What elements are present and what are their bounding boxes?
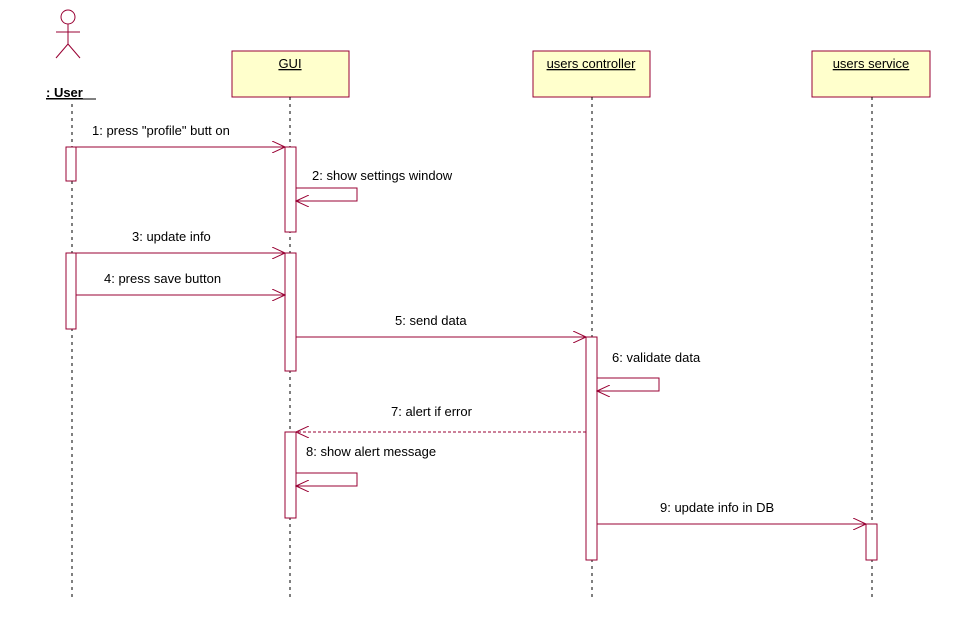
object-users-controller: users controller (532, 50, 651, 98)
message-6-arrow (597, 377, 660, 391)
message-2-arrow (296, 187, 358, 201)
user-actor-icon (55, 9, 81, 59)
message-4-label: 4: press save button (104, 271, 221, 286)
activation-user-2 (65, 252, 77, 330)
message-7-label: 7: alert if error (391, 404, 473, 419)
message-8-arrow (296, 472, 358, 486)
message-1-label: 1: press "profile" butt on (92, 123, 230, 138)
activation-user-1 (65, 146, 77, 182)
object-users-service-label: users service (833, 56, 910, 71)
message-3-label: 3: update info (132, 229, 211, 244)
object-users-service: users service (811, 50, 931, 98)
message-2-label: 2: show settings window (312, 168, 453, 183)
message-6-label: 6: validate data (612, 350, 701, 365)
message-5-label: 5: send data (395, 313, 467, 328)
object-gui: GUI (231, 50, 350, 98)
message-8-label: 8: show alert message (306, 444, 436, 459)
object-gui-label: GUI (278, 56, 301, 71)
actor-label: : User (46, 85, 83, 100)
activation-gui-3 (284, 431, 297, 519)
message-9-label: 9: update info in DB (660, 500, 774, 515)
object-users-controller-label: users controller (547, 56, 637, 71)
activation-gui-2 (284, 252, 297, 372)
activation-users-service (865, 523, 878, 561)
activation-gui-1 (284, 146, 297, 233)
activation-users-controller (585, 336, 598, 561)
